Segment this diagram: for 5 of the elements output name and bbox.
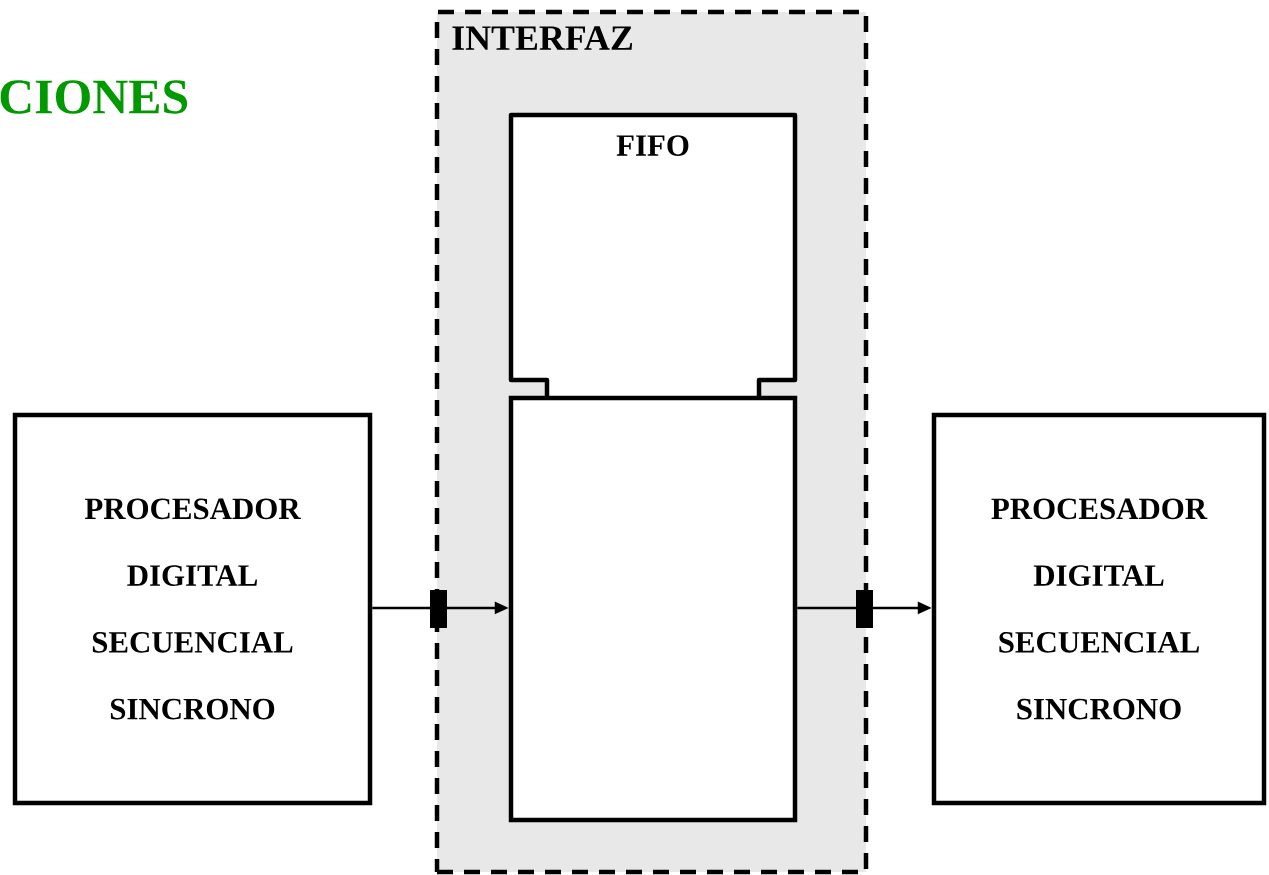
processor-box: PROCESADOR DIGITAL SECUENCIAL SINCRONO — [931, 412, 1267, 806]
title-text: CIONES — [0, 80, 188, 114]
processor-box: PROCESADOR DIGITAL SECUENCIAL SINCRONO — [12, 412, 373, 806]
block-box — [508, 395, 798, 823]
fifo-box: FIFO — [508, 112, 798, 401]
